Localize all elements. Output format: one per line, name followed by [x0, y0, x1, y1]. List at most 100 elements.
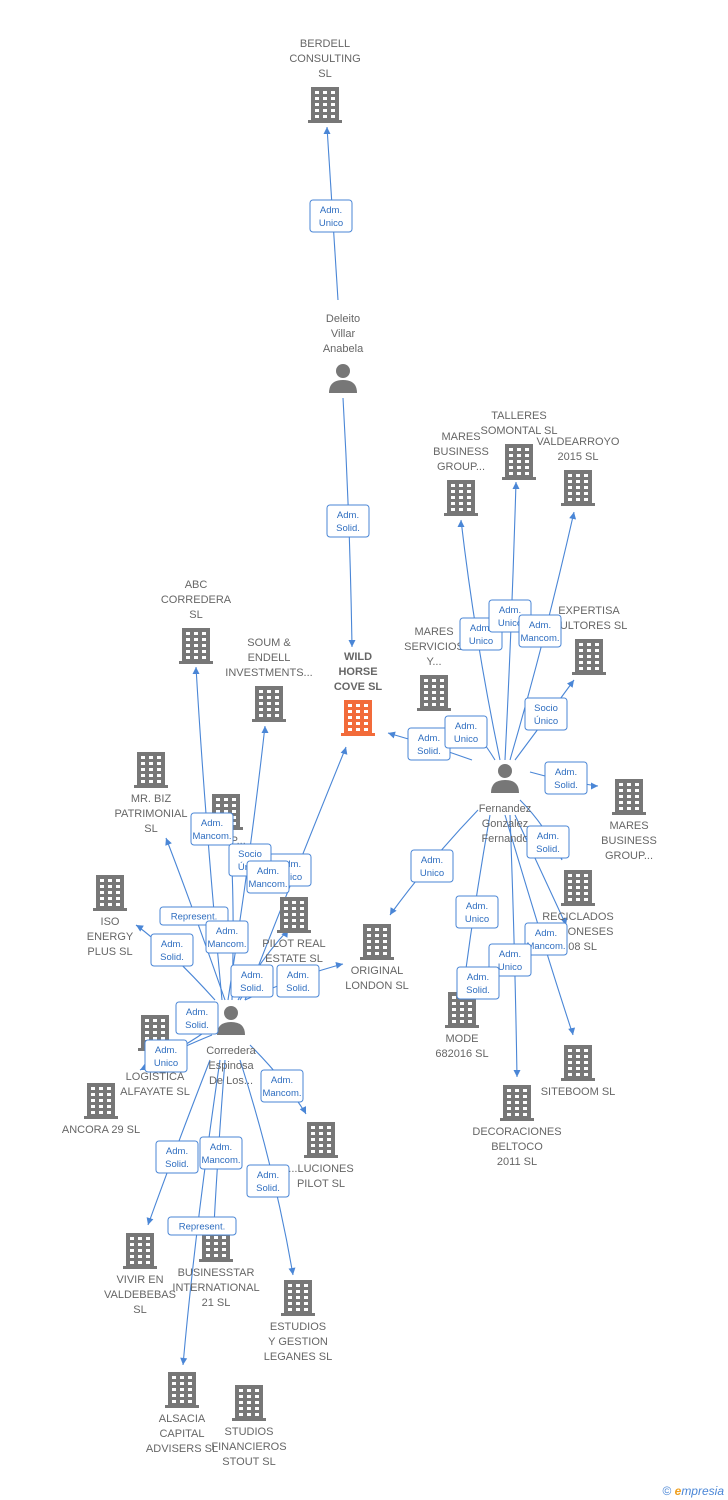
empresia-brand: mpresia	[681, 1484, 724, 1498]
arrow-head	[180, 1357, 188, 1365]
role-label[interactable]: Adm.Unico	[455, 895, 499, 929]
node-soum[interactable]: SOUM &ENDELLINVESTMENTS...	[225, 637, 313, 722]
building-base	[179, 661, 213, 664]
role-label-text: Adm.	[161, 939, 183, 950]
role-label[interactable]: Represent.	[167, 1216, 237, 1236]
node-label: FINANCIEROS	[211, 1441, 286, 1453]
role-label[interactable]: Adm.Solid.	[526, 825, 570, 859]
role-label[interactable]: Adm.Solid.	[456, 966, 500, 1000]
arrow-head	[299, 1106, 306, 1114]
node-mares_serv[interactable]: MARESSERVICIOSY...	[404, 626, 464, 711]
role-label-box	[246, 1164, 290, 1198]
role-label[interactable]: Adm.Solid.	[407, 727, 451, 761]
building-window	[116, 897, 120, 900]
role-label[interactable]: Adm.Unico	[309, 199, 353, 233]
building-window	[141, 768, 145, 771]
role-label[interactable]: Adm.Mancom.	[205, 920, 249, 954]
role-label-text: Mancom.	[526, 941, 565, 952]
building-window	[517, 454, 521, 457]
building-icon	[500, 1085, 534, 1121]
building-window	[584, 1055, 588, 1058]
role-label[interactable]: Adm.Solid.	[246, 1164, 290, 1198]
role-label[interactable]: Adm.Solid.	[276, 964, 320, 998]
node-mares1[interactable]: MARESBUSINESSGROUP...	[433, 431, 489, 516]
role-label[interactable]: Adm.Mancom.	[260, 1069, 304, 1103]
building-window	[627, 789, 631, 792]
role-label[interactable]: Adm.Unico	[144, 1039, 188, 1073]
building-window	[138, 1249, 142, 1252]
node-label: GROUP...	[605, 850, 653, 862]
building-window	[364, 728, 368, 731]
building-window	[239, 1407, 243, 1410]
role-label-text: Único	[534, 716, 558, 727]
node-siteboom[interactable]: SITEBOOM SL	[541, 1045, 616, 1098]
building-window	[619, 783, 623, 786]
building-window	[288, 1296, 292, 1299]
role-label[interactable]: Adm.Unico	[410, 849, 454, 883]
building-window	[432, 679, 436, 682]
role-label[interactable]: Adm.Solid.	[230, 964, 274, 998]
node-ancora[interactable]: ANCORA 29 SL	[62, 1083, 140, 1136]
node-reciclados[interactable]: RECICLADOS...AGONESES...08 SL	[542, 870, 614, 953]
building-base	[417, 708, 451, 711]
role-label[interactable]: Adm.Solid.	[326, 504, 370, 538]
building-window	[584, 874, 588, 877]
building-window	[141, 762, 145, 765]
building-window	[146, 1261, 150, 1264]
building-window	[331, 109, 335, 112]
role-label[interactable]: Adm.Mancom.	[199, 1136, 243, 1170]
role-label[interactable]: Adm.Mancom.	[518, 614, 562, 648]
building-window	[315, 103, 319, 106]
role-label[interactable]: Adm.Mancom.	[524, 922, 568, 956]
building-window	[627, 783, 631, 786]
role-label-text: Mancom.	[201, 1155, 240, 1166]
role-label[interactable]: Adm.Solid.	[544, 761, 588, 795]
role-label[interactable]: Adm.Mancom.	[246, 860, 290, 894]
role-label-text: Unico	[154, 1058, 178, 1069]
building-window	[459, 484, 463, 487]
node-expertisa[interactable]: EXPERTISA...ULTORES SL	[551, 605, 628, 675]
building-window	[509, 448, 513, 451]
building-window	[145, 1031, 149, 1034]
role-label[interactable]: Adm.Solid.	[150, 933, 194, 967]
role-label[interactable]: Adm.Solid.	[155, 1140, 199, 1174]
building-window	[331, 91, 335, 94]
building-window	[216, 798, 220, 801]
building-window	[141, 774, 145, 777]
role-label[interactable]: Adm.Unico	[444, 715, 488, 749]
role-label[interactable]: Adm.Solid.	[175, 1001, 219, 1035]
building-base	[561, 503, 595, 506]
empresia-footer[interactable]: © empresia	[662, 1484, 724, 1498]
person-head	[498, 764, 512, 778]
role-label[interactable]: Adm.Mancom.	[190, 812, 234, 846]
building-window	[116, 891, 120, 894]
building-window	[331, 115, 335, 118]
node-mares2[interactable]: MARESBUSINESSGROUP...	[601, 779, 657, 862]
building-window	[635, 795, 639, 798]
building-window	[91, 1093, 95, 1096]
building-window	[579, 667, 583, 670]
role-label[interactable]: Adm.Unico	[488, 943, 532, 977]
person-head	[336, 364, 350, 378]
